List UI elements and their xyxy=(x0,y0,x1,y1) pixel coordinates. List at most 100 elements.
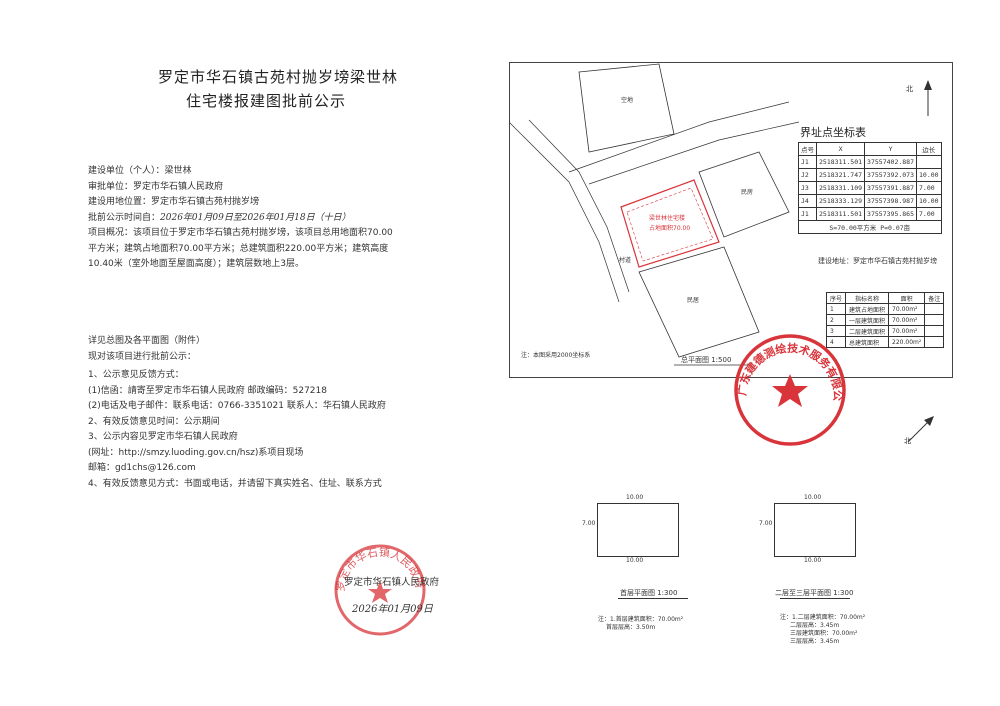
area-cell xyxy=(924,336,945,348)
coord-cell: 2518311.501 xyxy=(815,207,866,221)
area-cell: 2 xyxy=(825,314,847,326)
dim-side-right: 7.00 xyxy=(759,520,773,527)
area-cell: 建筑占地面积 xyxy=(845,303,890,315)
notice-line: 审批单位：罗定市华石镇人民政府 xyxy=(88,181,224,192)
coord-table-title: 界址点坐标表 xyxy=(800,126,866,139)
coord-table: 点号 X Y 边长 J1 2518311.501 37557402.887 J2… xyxy=(798,142,942,234)
feedback-item: (2)电话及电子邮件：联系电话：0766-3351021 联系人：华石镇人民政府 xyxy=(88,401,386,411)
plan-note: 注：本图采用2000坐标系 xyxy=(521,351,590,359)
dim-top-right: 10.00 xyxy=(804,494,822,501)
coord-header: Y xyxy=(864,142,918,156)
floor-plan-right-title: 二层至三层平面图 1:300 xyxy=(775,589,854,597)
notice-body: 建设单位（个人）：梁世林 审批单位：罗定市华石镇人民政府 建设用地位置：罗定市华… xyxy=(88,164,393,273)
coord-cell: 7.00 xyxy=(916,207,942,221)
road-line xyxy=(509,121,620,303)
notice-period-label: 批前公示时间自： xyxy=(88,212,161,223)
coord-cell: J4 xyxy=(798,194,817,208)
area-cell: 一层建筑面积 xyxy=(845,314,890,326)
divider xyxy=(780,598,850,599)
area-header: 面积 xyxy=(888,292,926,304)
note-left-1: 注：1.首层建筑面积：70.00m² xyxy=(598,616,684,623)
note-right-2: 二层层高：3.45m xyxy=(790,622,840,629)
note-left-2: 首层层高：3.50m xyxy=(606,624,656,631)
notice-line: 建设单位（个人）：梁世林 xyxy=(88,166,192,176)
divider xyxy=(618,598,688,599)
coord-cell: 2518311.501 xyxy=(815,155,866,169)
coord-header: 点号 xyxy=(798,142,817,156)
coord-cell: J2 xyxy=(798,168,817,182)
neighbor-building-right xyxy=(698,151,790,238)
table-row: 1 建筑占地面积 70.00m² xyxy=(825,303,945,315)
road-line xyxy=(588,121,800,185)
note-right-1: 注：1.二层建筑面积：70.00m² xyxy=(780,614,866,621)
floor-plan-ground xyxy=(597,503,679,557)
area-cell xyxy=(924,314,945,326)
project-address: 建设地址：罗定市华石镇古苑村抛岁塝 xyxy=(818,257,937,265)
notice-line: 项目概况：该项目位于罗定市华石镇古苑村抛岁塝，该项目总用地面积70.00 xyxy=(88,228,393,238)
neighbor-label-0: 空地 xyxy=(621,96,633,104)
north-label-small: 北 xyxy=(904,437,911,445)
notice-line: 建设用地位置：罗定市华石镇古苑村抛岁塝 xyxy=(88,197,260,207)
subject-building-label: 梁世林住宅楼 xyxy=(649,214,685,222)
notice-title-line1: 罗定市华石镇古苑村抛岁塝梁世林 xyxy=(158,68,399,86)
subject-building-sub: 占地面积70.00 xyxy=(649,224,690,232)
area-cell: 总建筑面积 xyxy=(845,336,890,348)
table-row: J2 2518321.747 37557392.073 10.00 xyxy=(798,168,942,182)
coord-cell: J1 xyxy=(798,155,817,169)
notice-attachments: 详见总图及各平面图（附件） 现对该项目进行批前公示： xyxy=(88,334,205,365)
feedback-item: (1)信函：請寄至罗定市华石镇人民政府 邮政编码：527218 xyxy=(88,385,327,396)
coord-header: X xyxy=(815,142,866,156)
subject-building xyxy=(620,179,720,268)
area-cell: 3 xyxy=(825,325,847,337)
government-seal: 罗定市华石镇人民政府 xyxy=(334,544,427,636)
feedback-item: 4、有效反馈意见方式：书面或电话，并请留下真实姓名、住址、联系方式 xyxy=(88,478,382,489)
coord-cell: J1 xyxy=(798,207,817,221)
area-header: 指标名称 xyxy=(845,292,890,304)
coord-cell: 10.00 xyxy=(916,168,942,182)
area-header: 备注 xyxy=(924,292,945,304)
table-row: J1 2518311.501 37557402.887 xyxy=(798,155,942,169)
subject-setback xyxy=(626,187,714,262)
neighbor-label-2: 民居 xyxy=(687,297,699,304)
area-cell: 4 xyxy=(825,336,847,348)
road-line xyxy=(568,101,790,173)
dim-side-left: 7.00 xyxy=(582,520,596,527)
table-row: 4 总建筑面积 220.00m² xyxy=(825,336,945,348)
road-line xyxy=(528,119,630,293)
invite-line: 现对该项目进行批前公示： xyxy=(88,351,197,362)
coord-header: 边长 xyxy=(916,142,942,156)
site-plan-frame xyxy=(509,62,953,378)
area-header: 序号 xyxy=(825,292,847,304)
notice-line: 平方米；建筑占地面积70.00平方米；总建筑面积220.00平方米；建筑高度 xyxy=(88,243,389,254)
area-cell xyxy=(924,325,945,337)
north-label: 北 xyxy=(906,85,913,93)
dim-bottom-left: 10.00 xyxy=(626,557,644,564)
feedback-item: (网址：http://smzy.luoding.gov.cn/hsz)系项目现场 xyxy=(88,447,304,458)
survey-company-seal: 广东建德测绘技术服务有限公司 xyxy=(730,330,846,446)
area-cell: 二层建筑面积 xyxy=(845,325,890,337)
feedback-item: 2、有效反馈意见时间：公示期间 xyxy=(88,416,220,427)
notice-line: 10.40米（室外地面至屋面高度）；建筑层数地上3层。 xyxy=(88,259,304,269)
area-cell: 70.00m² xyxy=(888,303,926,315)
area-cell: 70.00m² xyxy=(888,314,926,326)
table-row: S=70.00平方米 P=0.07亩 xyxy=(798,220,942,234)
coord-cell: 37557395.865 xyxy=(864,207,918,221)
note-right-3: 三层建筑面积：70.00m² xyxy=(790,630,858,637)
signature-date: 2026年01月09日 xyxy=(352,604,433,615)
feedback-item: 1、公示意见反馈方式： xyxy=(88,370,184,380)
coord-cell: 37557391.887 xyxy=(864,181,918,195)
dim-bottom-right: 10.00 xyxy=(804,557,822,564)
notice-line-period: 批前公示时间自：2026年01月09日至2026年01月18日（十日） xyxy=(88,211,393,227)
table-row: J1 2518311.501 37557395.865 7.00 xyxy=(798,207,942,221)
table-row: 2 一层建筑面积 70.00m² xyxy=(825,314,945,326)
attachment-line: 详见总图及各平面图（附件） xyxy=(88,336,206,346)
coord-cell: 2518333.129 xyxy=(815,194,866,208)
note-right-4: 三层层高：3.45m xyxy=(790,638,840,645)
coord-cell: 37557392.073 xyxy=(864,168,918,182)
coord-footer: S=70.00平方米 P=0.07亩 xyxy=(798,220,942,234)
coord-cell: 2518331.109 xyxy=(815,181,866,195)
floor-plan-left-title: 首层平面图 1:300 xyxy=(620,589,678,597)
coord-cell: 37557398.987 xyxy=(864,194,918,208)
notice-period-handwritten: 2026年01月09日至2026年01月18日（十日） xyxy=(160,212,351,223)
floor-plan-upper xyxy=(774,503,856,557)
